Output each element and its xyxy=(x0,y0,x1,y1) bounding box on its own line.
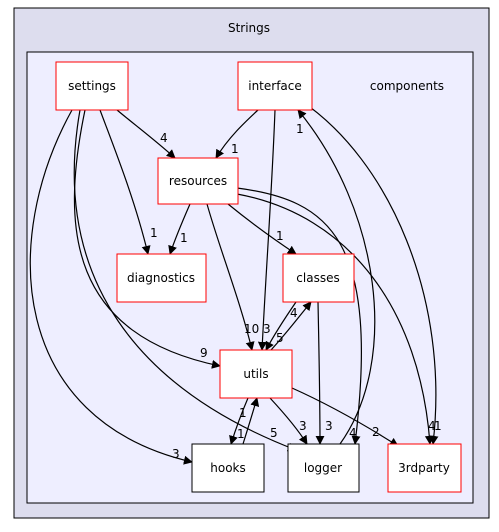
node-resources-box xyxy=(157,157,239,205)
node-hooks-box xyxy=(191,443,265,493)
edge-label-logger-interface: 1 xyxy=(296,122,304,136)
edge-classes-logger[interactable] xyxy=(315,301,325,445)
edge-label-resources-logger: 4 xyxy=(349,426,357,440)
edge-label-resources-classes: 1 xyxy=(276,229,284,243)
edge-label-utils-classes: 4 xyxy=(290,306,298,320)
edge-label-interface-thirdparty: 1 xyxy=(434,419,442,433)
edge-resources-diagnostics[interactable] xyxy=(168,203,191,255)
edge-interface-utils[interactable] xyxy=(257,109,276,351)
edge-label-classes-logger: 3 xyxy=(325,419,333,433)
edge-resources-logger[interactable] xyxy=(236,187,362,445)
edge-label-utils-logger: 3 xyxy=(299,419,307,433)
node-logger-label: logger xyxy=(304,461,342,475)
node-utils-label: utils xyxy=(243,367,268,381)
edge-label-settings-diagnostics: 1 xyxy=(150,226,158,240)
node-hooks[interactable]: hooks xyxy=(191,443,265,493)
node-logger[interactable]: logger xyxy=(287,443,360,493)
edge-settings-hooks[interactable] xyxy=(29,109,193,465)
edge-label-interface-resources: 1 xyxy=(231,142,239,156)
node-resources-label: resources xyxy=(169,174,227,188)
edge-settings-utils[interactable] xyxy=(73,109,221,369)
cluster-components[interactable]: components xyxy=(26,51,474,504)
edge-utils-classes[interactable] xyxy=(270,301,312,351)
node-resources[interactable]: resources xyxy=(157,157,239,205)
edge-label-settings-utils: 9 xyxy=(200,346,208,360)
node-3rdparty-label: 3rdparty xyxy=(398,461,450,475)
edge-label-settings-logger: 5 xyxy=(270,426,278,440)
edge-settings-diagnostics[interactable] xyxy=(99,109,151,255)
edge-hooks-utils[interactable] xyxy=(242,397,260,445)
edge-classes-utils[interactable] xyxy=(265,301,297,351)
node-settings[interactable]: settings xyxy=(55,61,129,111)
node-3rdparty-box xyxy=(387,443,462,493)
node-diagnostics-box xyxy=(116,253,207,303)
edge-logger-interface[interactable] xyxy=(297,109,376,445)
edge-resources-utils[interactable] xyxy=(206,203,255,351)
cluster-strings-title: Strings xyxy=(228,21,270,35)
edge-label-resources-thirdparty: 4 xyxy=(428,419,436,433)
edge-utils-hooks[interactable] xyxy=(229,397,249,445)
node-classes[interactable]: classes xyxy=(282,253,355,303)
node-utils-box xyxy=(219,349,293,399)
edge-settings-resources[interactable] xyxy=(116,109,176,159)
edge-interface-thirdparty[interactable] xyxy=(299,99,439,445)
edge-resources-classes[interactable] xyxy=(227,203,297,255)
edge-utils-thirdparty[interactable] xyxy=(291,387,399,447)
node-interface[interactable]: interface xyxy=(237,61,313,111)
node-interface-box xyxy=(237,61,313,111)
edge-utils-logger[interactable] xyxy=(269,397,308,445)
node-3rdparty[interactable]: 3rdparty xyxy=(387,443,462,493)
edge-label-classes-utils: 5 xyxy=(276,331,284,345)
edge-label-settings-resources: 4 xyxy=(160,131,168,145)
node-diagnostics-label: diagnostics xyxy=(127,271,195,285)
edge-label-interface-utils: 3 xyxy=(263,322,271,336)
cluster-components-title: components xyxy=(370,79,444,93)
node-settings-label: settings xyxy=(68,79,116,93)
edge-labels: 4 1 1 1 1 9 10 3 5 4 1 1 3 3 5 3 4 1 2 4… xyxy=(150,122,442,461)
node-classes-label: classes xyxy=(296,271,339,285)
node-diagnostics[interactable]: diagnostics xyxy=(116,253,207,303)
edges xyxy=(29,99,439,465)
edge-interface-resources[interactable] xyxy=(215,109,259,159)
edge-label-utils-hooks: 1 xyxy=(237,427,245,441)
edge-label-hooks-utils: 1 xyxy=(239,406,247,420)
node-logger-box xyxy=(287,443,360,493)
edge-label-resources-utils: 10 xyxy=(244,322,259,336)
edge-resources-thirdparty[interactable] xyxy=(236,193,434,445)
edge-label-settings-hooks: 3 xyxy=(172,447,180,461)
cluster-components-box xyxy=(26,51,474,504)
node-hooks-label: hooks xyxy=(210,461,246,475)
node-classes-box xyxy=(282,253,355,303)
edge-label-resources-diagnostics: 1 xyxy=(180,231,188,245)
edge-settings-logger[interactable] xyxy=(73,109,297,452)
node-utils[interactable]: utils xyxy=(219,349,293,399)
node-interface-label: interface xyxy=(248,79,302,93)
edge-label-utils-thirdparty: 2 xyxy=(372,425,380,439)
node-settings-box xyxy=(55,61,129,111)
